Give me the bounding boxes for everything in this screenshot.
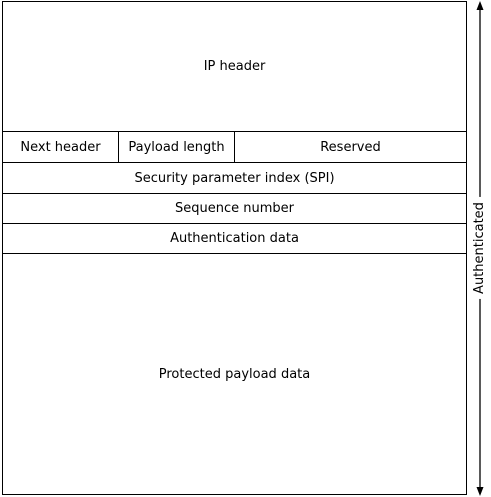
payload-length-label: Payload length (128, 139, 225, 155)
authentication-data-label: Authentication data (170, 231, 299, 246)
payload-block: Protected payload data (3, 254, 466, 494)
next-header-field: Next header (3, 132, 119, 162)
next-header-label: Next header (20, 139, 101, 155)
ip-header-block: IP header (3, 2, 466, 132)
authentication-data-row: Authentication data (3, 224, 466, 254)
payload-label: Protected payload data (158, 366, 311, 382)
arrow-head-top (476, 1, 484, 10)
ip-header-label: IP header (203, 59, 266, 74)
reserved-field: Reserved (235, 132, 466, 162)
payload-length-field: Payload length (119, 132, 235, 162)
header-fields-row: Next header Payload length Reserved (3, 132, 466, 163)
ah-packet-diagram: IP header Next header Payload length Res… (2, 1, 467, 495)
spi-row: Security parameter index (SPI) (3, 163, 466, 194)
spi-label: Security parameter index (SPI) (134, 170, 335, 186)
sequence-number-label: Sequence number (175, 201, 294, 216)
arrow-head-bottom (476, 487, 484, 496)
sequence-number-row: Sequence number (3, 194, 466, 224)
authenticated-label: Authenticated (472, 197, 487, 299)
reserved-label: Reserved (320, 139, 381, 155)
